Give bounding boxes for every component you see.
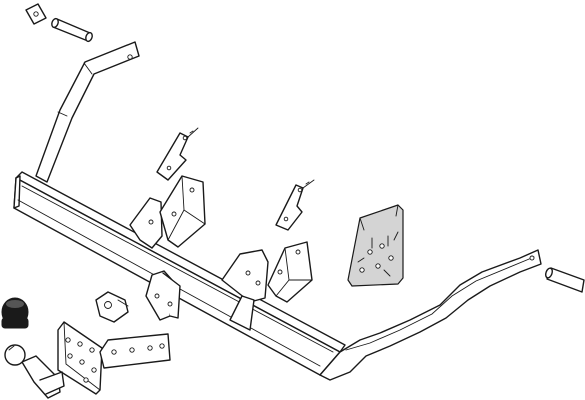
left-chassis-bracket bbox=[129, 197, 181, 321]
right-angle-bracket bbox=[267, 179, 315, 303]
right-side-arm bbox=[319, 249, 542, 381]
spacer-tube-right bbox=[545, 267, 585, 293]
left-angle-bracket bbox=[156, 127, 206, 248]
tow-ball-neck bbox=[4, 344, 65, 399]
bolt-pack-bag bbox=[347, 204, 404, 287]
square-washer bbox=[25, 3, 47, 25]
right-chassis-bracket bbox=[221, 249, 269, 331]
electrical-socket-plate bbox=[95, 291, 129, 323]
left-side-arm bbox=[35, 41, 140, 183]
spacer-tube-top bbox=[51, 17, 93, 43]
mounting-plate bbox=[99, 333, 171, 369]
socket-cap bbox=[1, 297, 29, 329]
face-plate bbox=[57, 321, 103, 395]
bolt-pack-contents bbox=[357, 231, 399, 277]
